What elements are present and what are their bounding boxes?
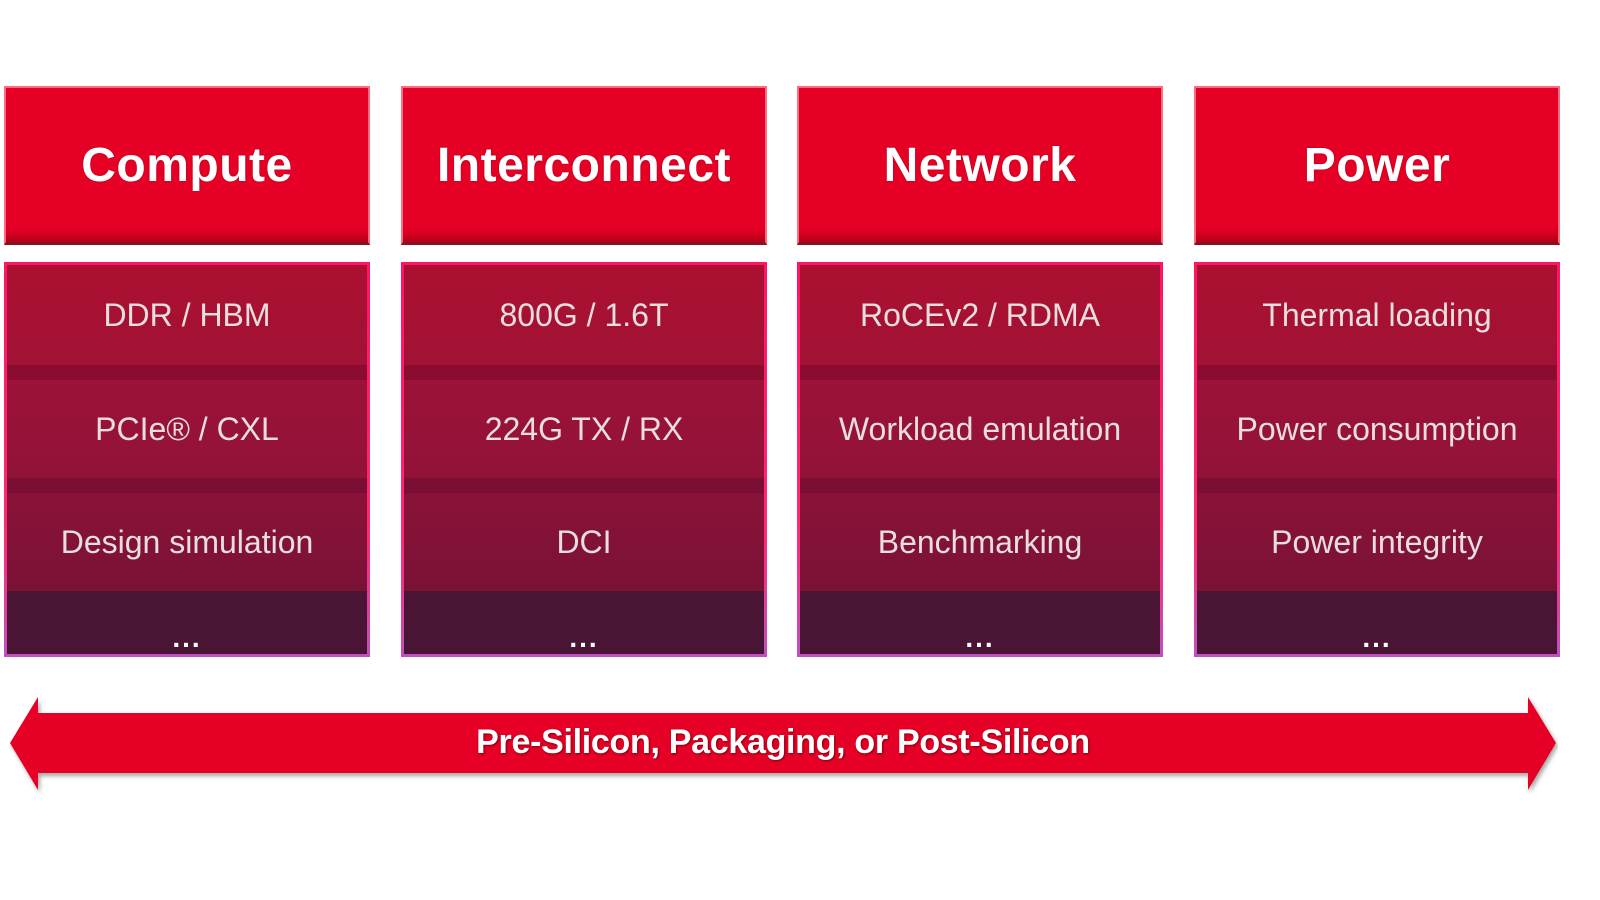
list-item: Benchmarking xyxy=(800,493,1160,591)
list-item: PCIe® / CXL xyxy=(7,380,367,478)
column-title: Compute xyxy=(81,138,293,192)
column-title: Interconnect xyxy=(436,138,732,192)
ellipsis-icon: ... xyxy=(1362,622,1392,653)
column-header-power: Power xyxy=(1194,86,1560,245)
row-divider xyxy=(800,365,1160,380)
row-divider xyxy=(404,365,764,380)
column-header-compute: Compute xyxy=(4,86,370,245)
list-item: DCI xyxy=(404,493,764,591)
list-item: Power consumption xyxy=(1197,380,1557,478)
list-item: Power integrity xyxy=(1197,493,1557,591)
column-header-interconnect: Interconnect xyxy=(401,86,767,245)
column-title: Network xyxy=(883,138,1077,192)
list-item: DDR / HBM xyxy=(7,265,367,365)
row-divider xyxy=(1197,478,1557,493)
ellipsis-icon: ... xyxy=(965,622,995,653)
list-item: 800G / 1.6T xyxy=(404,265,764,365)
ellipsis-icon: ... xyxy=(569,622,599,653)
row-divider xyxy=(800,478,1160,493)
more-row: ... xyxy=(7,591,367,654)
row-divider xyxy=(1197,365,1557,380)
column-title: Power xyxy=(1303,138,1451,192)
column-header-network: Network xyxy=(797,86,1163,245)
row-divider xyxy=(7,365,367,380)
list-item: Design simulation xyxy=(7,493,367,591)
more-row: ... xyxy=(1197,591,1557,654)
row-divider xyxy=(7,478,367,493)
row-divider xyxy=(404,478,764,493)
column-body-compute: DDR / HBM PCIe® / CXL Design simulation … xyxy=(4,262,370,657)
list-item: RoCEv2 / RDMA xyxy=(800,265,1160,365)
arrow-label: Pre-Silicon, Packaging, or Post-Silicon xyxy=(476,723,1090,761)
more-row: ... xyxy=(800,591,1160,654)
list-item: Workload emulation xyxy=(800,380,1160,478)
more-row: ... xyxy=(404,591,764,654)
list-item: Thermal loading xyxy=(1197,265,1557,365)
column-body-power: Thermal loading Power consumption Power … xyxy=(1194,262,1560,657)
column-body-interconnect: 800G / 1.6T 224G TX / RX DCI ... xyxy=(401,262,767,657)
column-body-network: RoCEv2 / RDMA Workload emulation Benchma… xyxy=(797,262,1163,657)
double-arrow-icon xyxy=(10,697,1556,790)
list-item: 224G TX / RX xyxy=(404,380,764,478)
ellipsis-icon: ... xyxy=(172,622,202,653)
